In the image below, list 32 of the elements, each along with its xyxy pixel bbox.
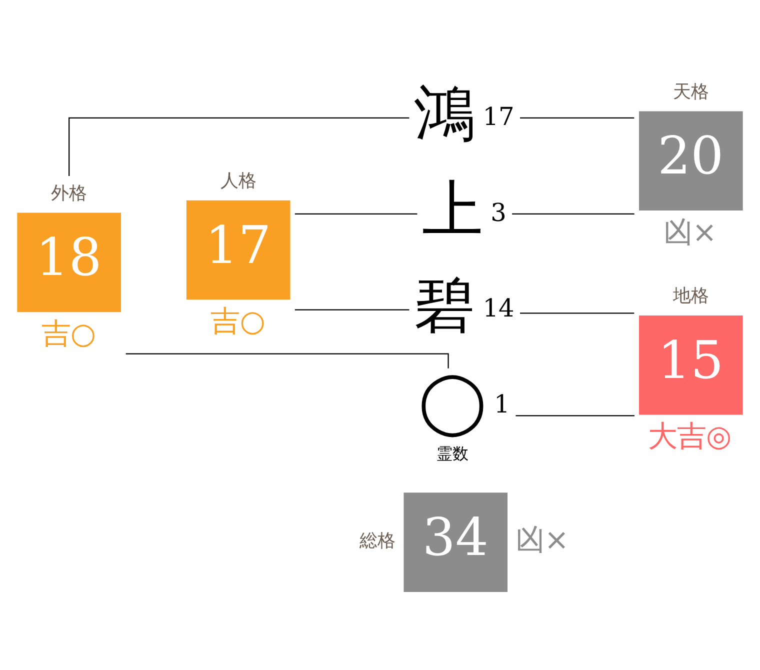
node-text: 碧 [414, 269, 475, 340]
connector [516, 414, 634, 416]
node-label: 外格 [51, 182, 88, 204]
node-box: 18 [17, 212, 121, 312]
connector [68, 116, 410, 176]
node-label: 地格 [672, 285, 709, 306]
node-label: 吉○ [41, 316, 96, 350]
node-text: ◯ [418, 365, 487, 436]
node-text: 上 [422, 173, 483, 244]
connector [520, 312, 634, 314]
node-label: 凶× [515, 522, 570, 556]
node-box: 15 [639, 314, 743, 414]
connector [126, 352, 449, 368]
node-label: 総格 [360, 530, 396, 552]
node-text: 鴻 [414, 77, 475, 148]
node-label: 天格 [672, 80, 709, 102]
connector [520, 116, 634, 118]
node-label: 1 [494, 389, 510, 418]
node-label: 凶× [663, 214, 717, 248]
node-label: 大吉◎ [648, 418, 732, 453]
node-label: 人格 [220, 170, 256, 192]
node-label: 吉○ [210, 304, 266, 338]
node-label: 17 [482, 101, 514, 130]
connector [512, 212, 634, 214]
node-label: 3 [490, 197, 506, 226]
node-label: 14 [482, 293, 514, 322]
node-box: 20 [639, 110, 743, 210]
node-box: 34 [404, 492, 508, 592]
node-box: 17 [186, 200, 290, 300]
connector [294, 212, 418, 214]
connector [294, 308, 410, 310]
node-label: 霊数 [436, 444, 468, 463]
